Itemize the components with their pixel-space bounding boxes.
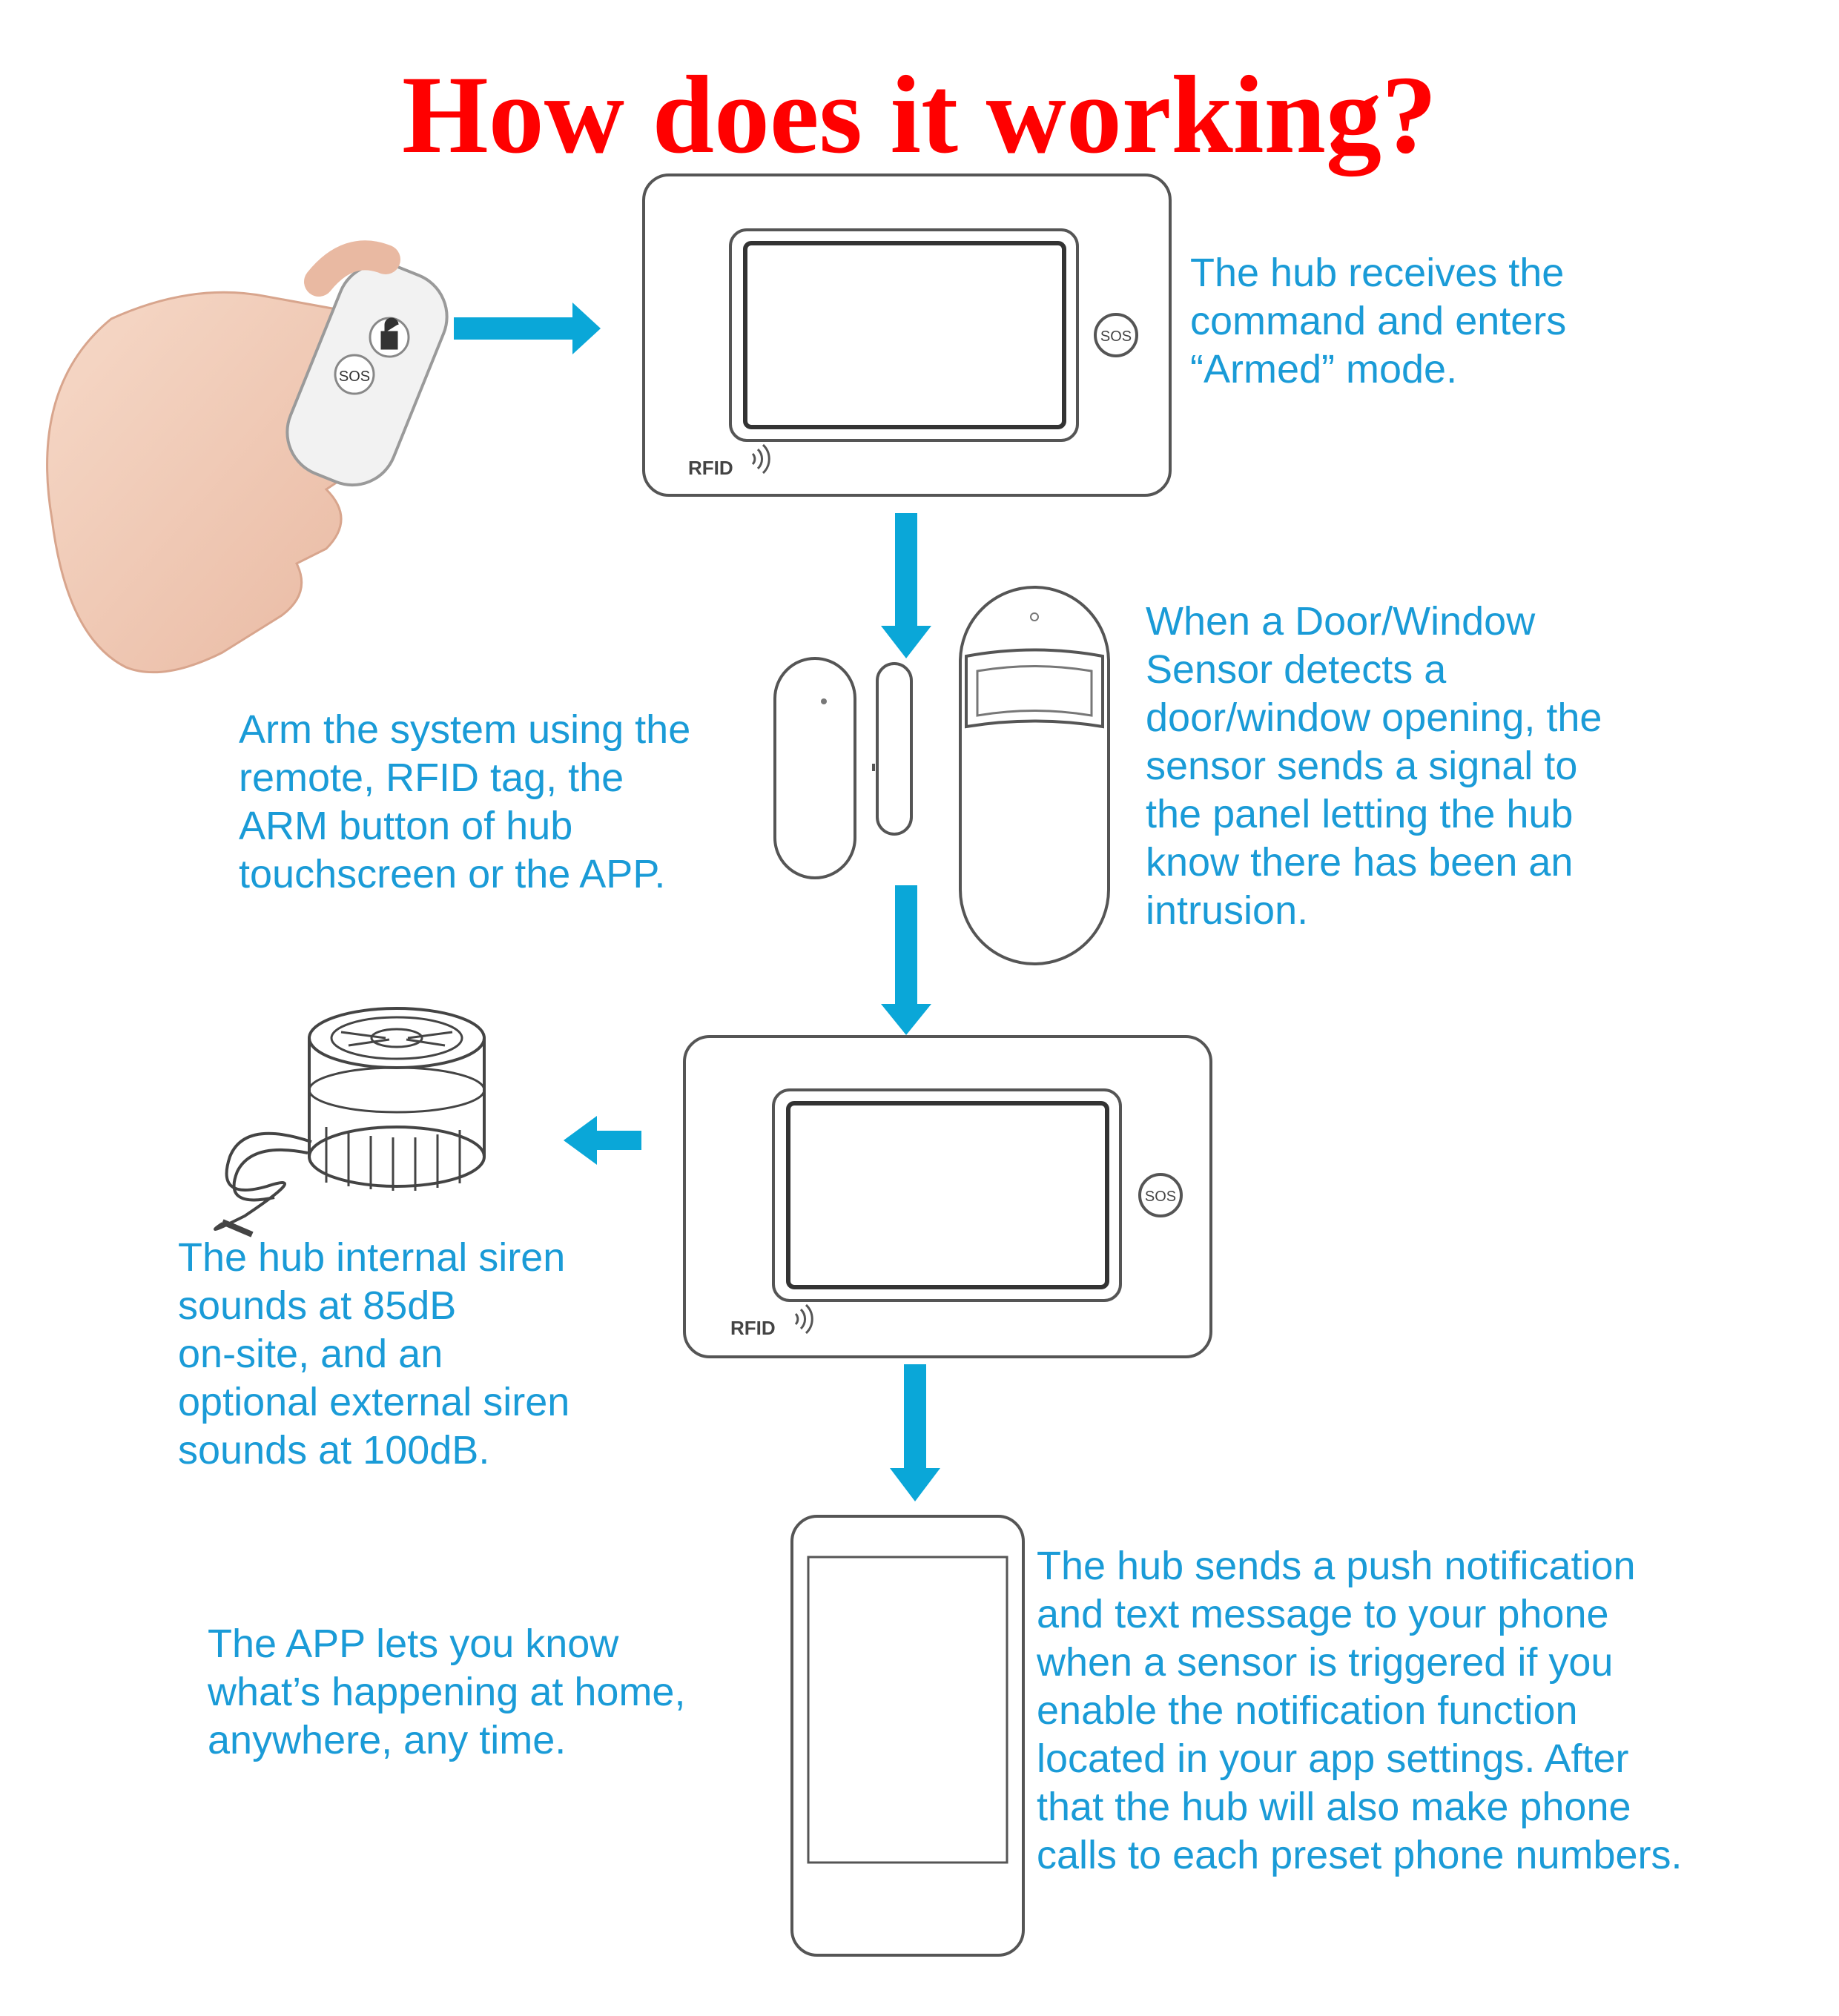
arrow-icon bbox=[881, 885, 931, 1035]
page-title: How does it working? bbox=[402, 53, 1437, 176]
siren-icon bbox=[214, 1007, 486, 1237]
hub-bottom-sos-label: SOS bbox=[1145, 1189, 1176, 1205]
pir-sensor-icon bbox=[959, 586, 1110, 965]
remote-sos-label: SOS bbox=[339, 369, 370, 385]
hub-top-rfid-label: RFID bbox=[688, 457, 733, 479]
arrow-icon bbox=[881, 513, 931, 658]
arrow-icon bbox=[890, 1364, 940, 1501]
arrow-icon bbox=[564, 1116, 641, 1165]
hub-panel-icon bbox=[642, 173, 1172, 497]
hub-panel-icon bbox=[683, 1035, 1212, 1358]
hub-bottom-rfid-label: RFID bbox=[730, 1317, 776, 1339]
step-arm-system: Arm the system using the remote, RFID ta… bbox=[239, 707, 691, 896]
phone-icon bbox=[790, 1515, 1025, 1957]
step-hub-receives: The hub receives the command and enters … bbox=[1190, 251, 1567, 391]
hub-top-sos-label: SOS bbox=[1100, 328, 1132, 345]
arrow-icon bbox=[454, 303, 601, 354]
step-sensor-detects: When a Door/Window Sensor detects a door… bbox=[1146, 599, 1602, 933]
step-notification: The hub sends a push notification and te… bbox=[1037, 1544, 1683, 1877]
step-siren: The hub internal siren sounds at 85dB on… bbox=[178, 1235, 570, 1473]
step-app-info: The APP lets you know what’s happening a… bbox=[208, 1622, 686, 1762]
hand-remote-icon bbox=[46, 240, 449, 674]
door-sensor-icon bbox=[773, 657, 913, 879]
